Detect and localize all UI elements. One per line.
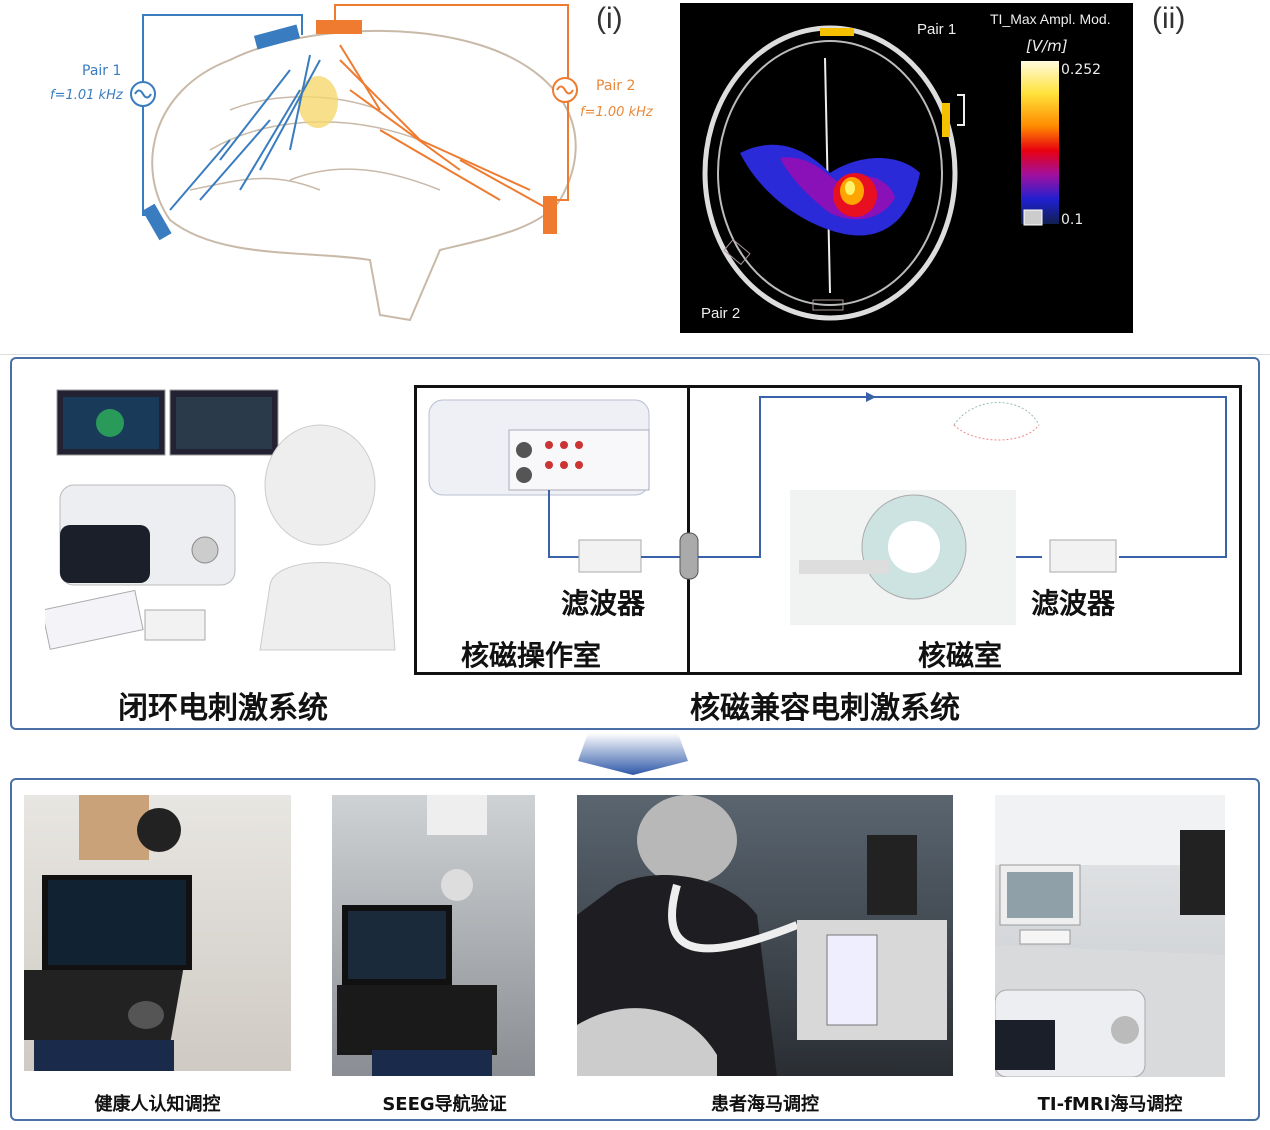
field-pair1-label: Pair 1 — [917, 21, 957, 38]
panel-i-label: (i) — [596, 2, 623, 35]
panel-ii-field-map — [680, 3, 1133, 333]
colorbar — [1021, 61, 1059, 224]
caption-patient-hippocampus: 患者海马调控 — [711, 1094, 819, 1115]
caption-healthy-cognition: 健康人认知调控 — [94, 1094, 221, 1115]
room-wall — [687, 385, 690, 675]
closed-loop-caption: 闭环电刺激系统 — [118, 691, 328, 726]
filter-right-label: 滤波器 — [1031, 587, 1116, 620]
pair2-label: Pair 2 — [596, 78, 636, 94]
down-arrow-icon — [578, 733, 688, 775]
pair1-frequency: f=1.01 kHz — [50, 88, 123, 103]
closed-loop-system-illustration — [41, 385, 400, 660]
pair2-frequency: f=1.00 kHz — [580, 105, 653, 120]
photo-patient-hippocampus — [577, 795, 953, 1076]
control-room-label: 核磁操作室 — [461, 639, 602, 672]
panel-i-brain-diagram — [40, 0, 670, 340]
divider — [0, 354, 1270, 355]
photo-healthy-cognition — [24, 795, 291, 1071]
field-pair2-label: Pair 2 — [701, 305, 741, 322]
caption-seeg-validation: SEEG导航验证 — [382, 1094, 507, 1115]
applications-panel — [10, 778, 1260, 1121]
colorbar-max: 0.252 — [1061, 62, 1102, 78]
photo-ti-fmri — [995, 795, 1225, 1077]
wiring-diagram — [428, 392, 1227, 625]
colorbar-min: 0.1 — [1061, 212, 1084, 228]
mri-compatible-diagram — [414, 385, 1242, 675]
systems-panel — [10, 357, 1260, 730]
mri-system-caption: 核磁兼容电刺激系统 — [690, 691, 960, 726]
colorbar-title: TI_Max Ampl. Mod. — [990, 11, 1111, 27]
caption-ti-fmri: TI-fMRI海马调控 — [1037, 1094, 1183, 1115]
panel-ii-label: (ii) — [1152, 2, 1186, 35]
colorbar-unit: [V/m] — [1026, 37, 1068, 55]
pair1-label: Pair 1 — [82, 63, 122, 79]
mri-room-label: 核磁室 — [918, 639, 1003, 672]
brain-illustration — [130, 4, 578, 322]
field-map-image — [702, 25, 1059, 321]
filter-left-label: 滤波器 — [561, 587, 646, 620]
photo-seeg-validation — [332, 795, 535, 1076]
